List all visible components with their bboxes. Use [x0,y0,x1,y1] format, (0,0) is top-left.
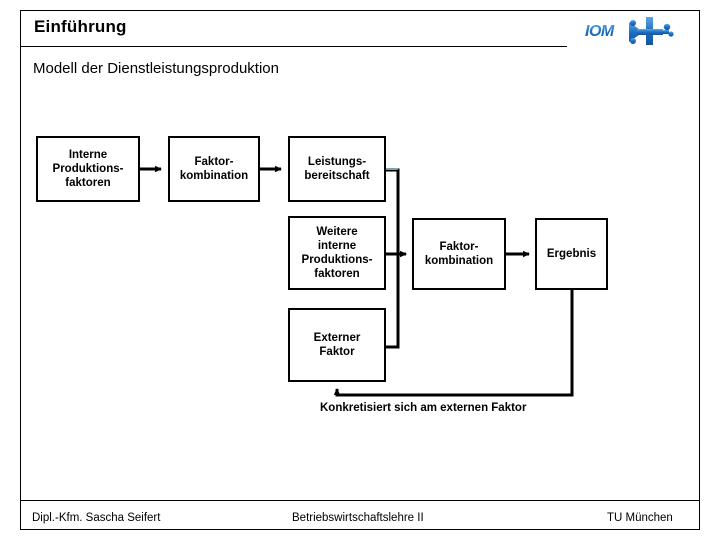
diagram-caption: Konkretisiert sich am externen Faktor [320,402,527,414]
page-title: Einführung [34,17,127,36]
footer-author: Dipl.-Kfm. Sascha Seifert [32,512,161,524]
node-interne-produktionsfaktoren[interactable]: Interne Produktions- faktoren [36,136,140,202]
page-subtitle: Modell der Dienstleistungsproduktion [33,60,279,77]
node-externer-faktor[interactable]: Externer Faktor [288,308,386,382]
footer-course: Betriebswirtschaftslehre II [292,512,424,524]
iom-logo-icon: IOM [585,17,674,45]
node-ergebnis[interactable]: Ergebnis [535,218,608,290]
iom-wordmark: IOM [585,23,615,40]
node-faktorkombination-2[interactable]: Faktor- kombination [412,218,506,290]
footer-divider [21,500,699,501]
node-faktorkombination-1[interactable]: Faktor- kombination [168,136,260,202]
node-leistungsbereitschaft[interactable]: Leistungs- bereitschaft [288,136,386,202]
header-divider [21,46,567,47]
slide-frame [20,10,700,530]
footer-institution: TU München [607,512,673,524]
node-weitere-interne-produktionsfaktoren[interactable]: Weitere interne Produktions- faktoren [288,216,386,290]
